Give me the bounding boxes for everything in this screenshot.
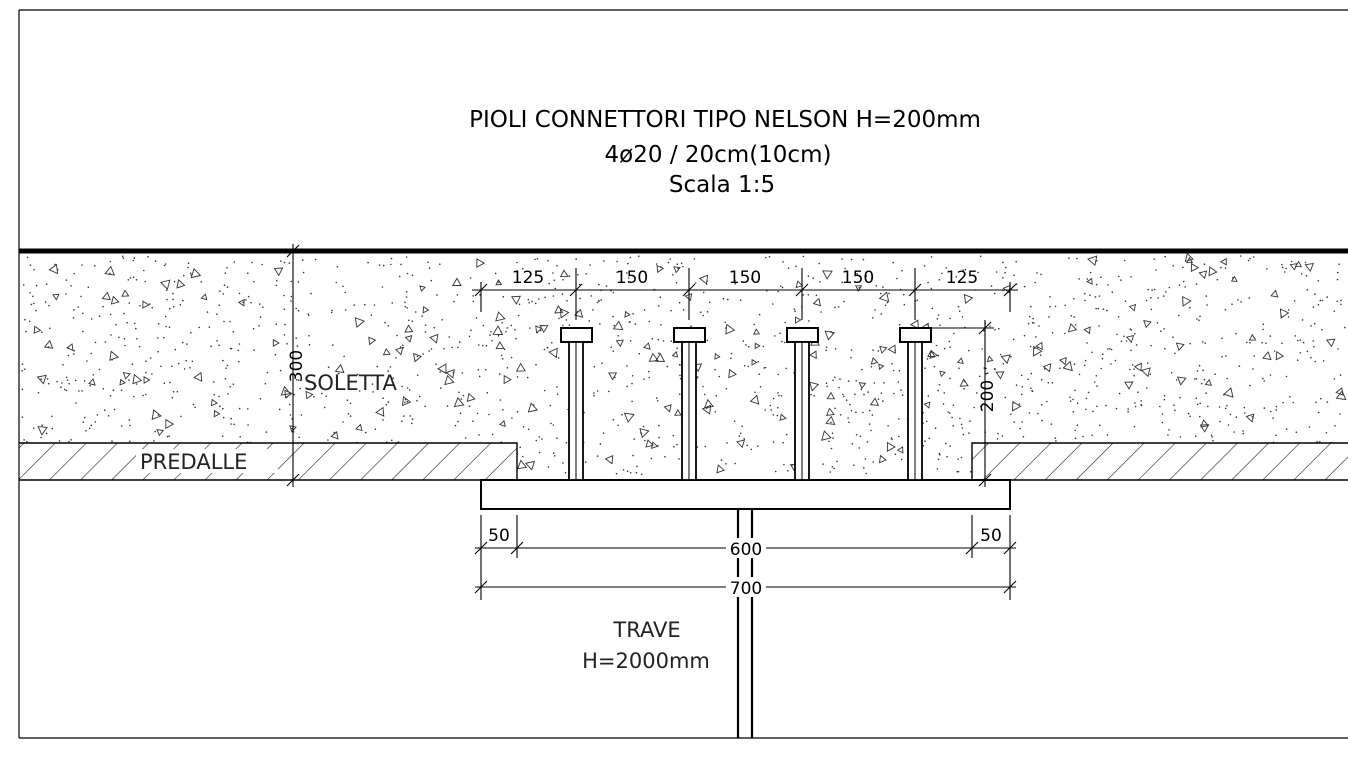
dim-flange-inner: 600 [730,540,762,560]
dim-flange-left: 50 [488,526,510,546]
dim-spacing-2: 150 [616,268,648,288]
slab-label: SOLETTA [304,371,397,395]
dim-spacing-4: 150 [842,268,874,288]
predalle-right [971,442,1348,480]
dim-spacing-5: 125 [946,268,978,288]
stud-height-dimension [931,320,994,487]
title-line-1: PIOLI CONNETTORI TIPO NELSON H=200mm [469,107,981,133]
title-line-2: 4ø20 / 20cm(10cm) [605,142,832,168]
slab-thickness-dimension [286,244,300,487]
beam-height-label: H=2000mm [582,649,710,673]
dim-flange-width: 700 [730,579,762,599]
dim-spacing-3: 150 [729,268,761,288]
drawing-frame [18,9,1348,739]
beam-top-flange [480,479,1011,510]
dim-slab-thickness: 300 [287,350,307,382]
stud-connector-3 [786,327,819,481]
dim-stud-height: 200 [978,380,998,412]
stud-connector-1 [560,327,593,481]
stud-connector-2 [673,327,706,481]
title-scale: Scala 1:5 [669,172,775,198]
title-block: PIOLI CONNETTORI TIPO NELSON H=200mm 4ø2… [469,107,981,198]
dim-spacing-1: 125 [512,268,544,288]
stud-spacing-dimension [472,268,1018,320]
beam-label: TRAVE [612,618,680,642]
predalle-label: PREDALLE [140,450,247,474]
dim-flange-right: 50 [980,526,1002,546]
stud-connector-4 [899,327,932,481]
